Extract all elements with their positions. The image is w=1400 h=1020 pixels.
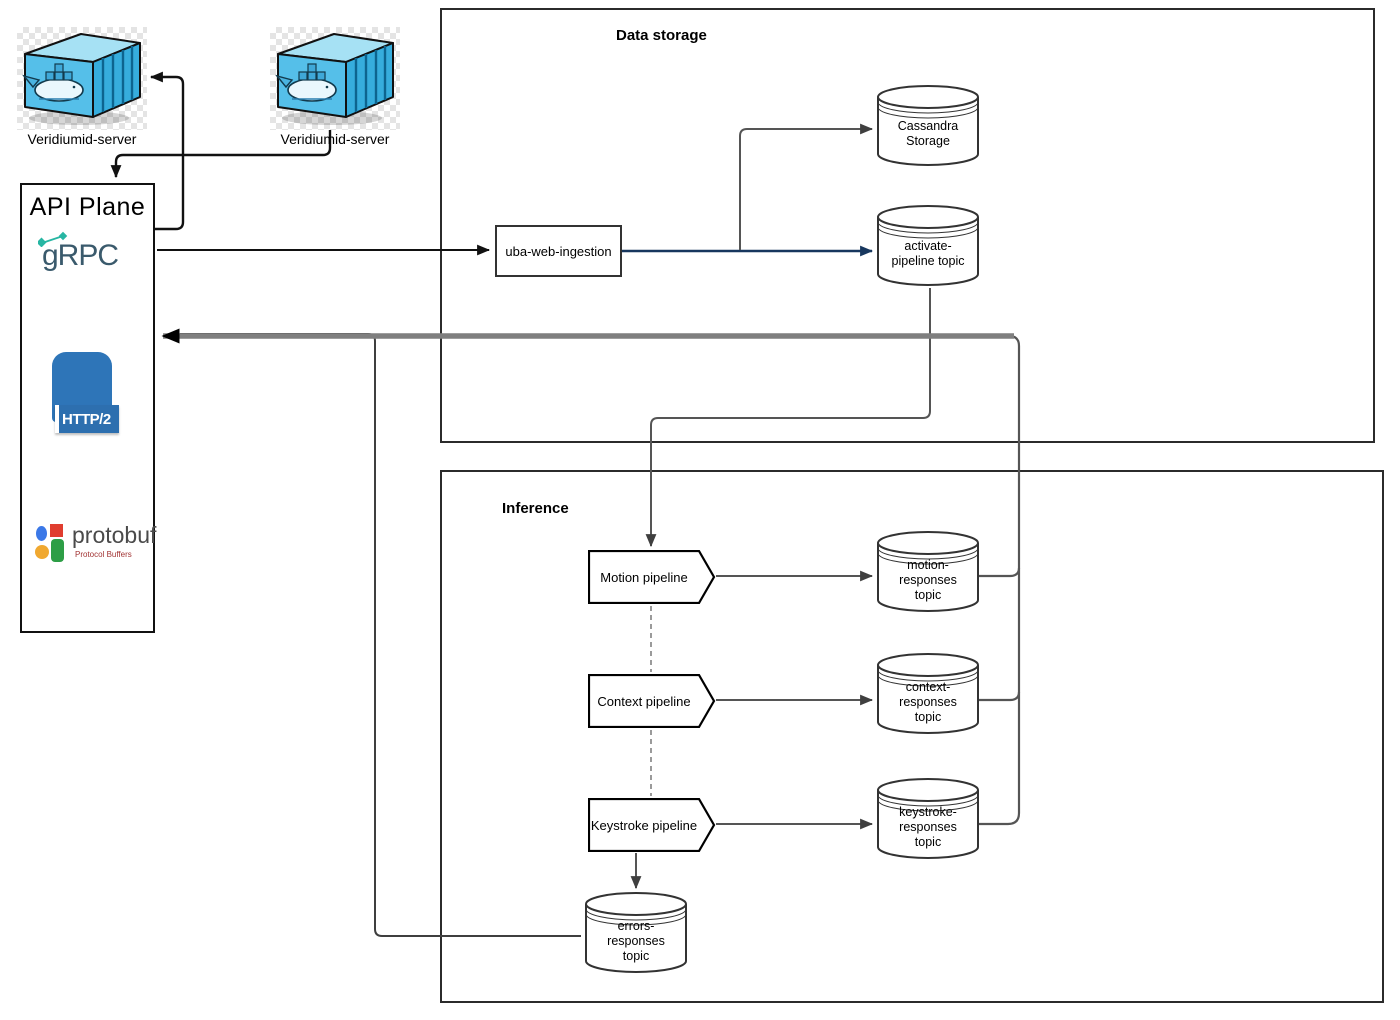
signal-shape-icon <box>587 673 716 729</box>
docker-whale-icon <box>22 63 84 102</box>
cylinder-icon <box>877 85 979 166</box>
motion-responses-topic-cylinder: motion- responses topic <box>876 530 980 614</box>
ingestion-box: uba-web-ingestion <box>495 225 622 277</box>
docker-container-icon <box>275 33 394 125</box>
protobuf-shapes-icon <box>35 524 68 564</box>
docker-whale-icon <box>275 63 337 102</box>
protobuf-sublabel: Protocol Buffers <box>75 550 132 559</box>
keystroke-pipeline-node: Keystroke pipeline <box>587 797 716 853</box>
grpc-label: gRPC <box>42 239 119 272</box>
cylinder-icon <box>877 205 979 286</box>
cylinder-icon <box>585 892 687 973</box>
docker-container-image-1 <box>17 27 147 130</box>
context-topic-label: context- responses topic <box>899 680 957 724</box>
activate-topic-label: activate- pipeline topic <box>891 239 965 268</box>
cylinder-icon <box>877 653 979 734</box>
context-pipeline-node: Context pipeline <box>587 673 716 729</box>
grpc-logo: gRPC <box>36 229 144 281</box>
keystroke-topic-label: keystroke- responses topic <box>899 805 957 849</box>
server1-label: Veridiumid-server <box>27 131 137 147</box>
docker-container-icon <box>22 33 141 125</box>
cylinder-icon <box>877 531 979 612</box>
http2-band: HTTP/2 <box>55 405 119 433</box>
docker-container-image-2 <box>270 27 400 130</box>
signal-shape-icon <box>587 549 716 605</box>
signal-shape-icon <box>587 797 716 853</box>
context-pipeline-label: Context pipeline <box>597 693 691 709</box>
activate-pipeline-topic-cylinder: activate- pipeline topic <box>876 204 980 288</box>
context-responses-topic-cylinder: context- responses topic <box>876 652 980 736</box>
errors-topic-label: errors- responses topic <box>607 919 665 963</box>
motion-pipeline-label: Motion pipeline <box>600 569 688 585</box>
ingestion-label: uba-web-ingestion <box>505 243 612 259</box>
api-plane-title: API Plane <box>29 193 146 221</box>
protobuf-logo: protobuf Protocol Buffers <box>35 522 157 568</box>
motion-pipeline-node: Motion pipeline <box>587 549 716 605</box>
http2-logo: HTTP/2 <box>52 352 122 442</box>
keystroke-pipeline-label: Keystroke pipeline <box>590 817 698 833</box>
server2-label: Veridiumid-server <box>280 131 390 147</box>
cassandra-storage-cylinder: Cassandra Storage <box>876 84 980 168</box>
protobuf-label: protobuf <box>72 522 157 548</box>
api-plane-box: API Plane gRPC HTTP/2 protobuf Protocol … <box>20 183 157 633</box>
keystroke-responses-topic-cylinder: keystroke- responses topic <box>876 777 980 861</box>
cassandra-label: Cassandra Storage <box>897 119 959 148</box>
data-storage-title: Data storage <box>616 27 707 44</box>
inference-title: Inference <box>502 500 569 517</box>
motion-topic-label: motion- responses topic <box>899 558 957 602</box>
http2-label: HTTP/2 <box>62 410 111 428</box>
cylinder-icon <box>877 778 979 859</box>
grpc-arrow-icon <box>38 231 68 247</box>
errors-responses-topic-cylinder: errors- responses topic <box>584 891 688 975</box>
